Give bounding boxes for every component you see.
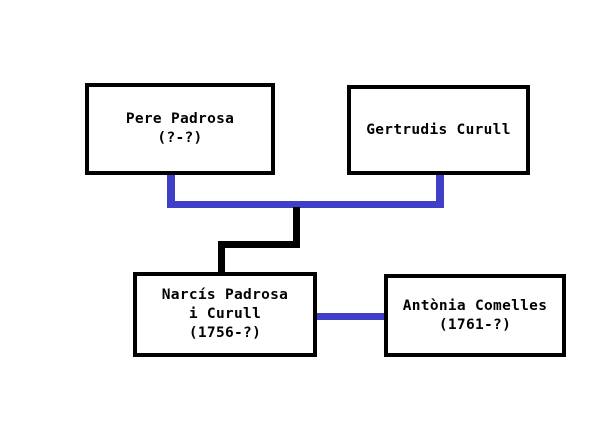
person-box-gertrudis-curull[interactable]: Gertrudis Curull [347, 85, 530, 175]
person-box-narcis-padrosa-i-curull[interactable]: Narcís Padrosa i Curull (1756-?) [133, 272, 317, 357]
person-box-pere-padrosa[interactable]: Pere Padrosa (?-?) [85, 83, 275, 175]
person-name-gertrudis-curull: Gertrudis Curull [366, 121, 511, 138]
person-box-antonia-comelles[interactable]: Antònia Comelles (1761-?) [384, 274, 566, 357]
marriage-connector-bar-narcis-antonia [314, 313, 387, 320]
marriage-connector-bar-pere-gertrudis [167, 201, 444, 208]
descent-line-drop-from-marriage [293, 207, 300, 248]
person-name-narcis-padrosa-line1: Narcís Padrosa [161, 287, 289, 303]
descent-line-into-narcis [218, 241, 225, 276]
person-dates-narcis-padrosa: (1756-?) [188, 325, 262, 341]
marriage-connector-gertrudis-stem [436, 174, 444, 208]
person-dates-pere-padrosa: (?-?) [157, 130, 203, 146]
person-name-antonia-comelles: Antònia Comelles [402, 297, 548, 314]
marriage-connector-pere-stem [167, 174, 175, 208]
person-name-pere-padrosa: Pere Padrosa [125, 111, 235, 127]
person-dates-antonia-comelles: (1761-?) [438, 316, 512, 333]
descent-line-horizontal-to-child [218, 241, 300, 248]
person-name-narcis-padrosa-line2: i Curull [188, 306, 262, 322]
